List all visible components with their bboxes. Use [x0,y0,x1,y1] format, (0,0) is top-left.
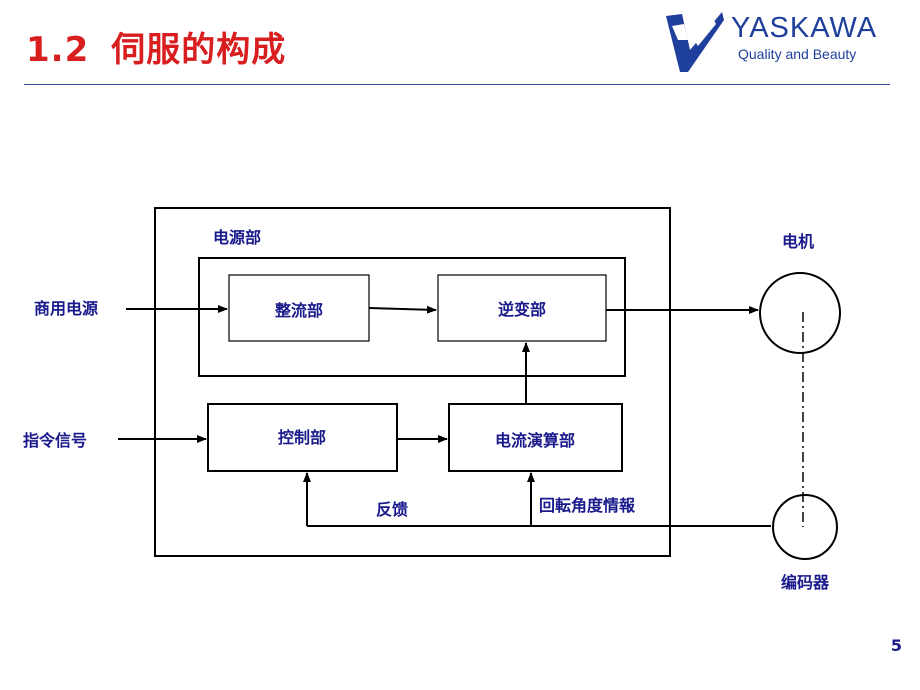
command-signal-label: 指令信号 [23,431,88,450]
rotation-info-label: 回転角度情報 [539,496,636,515]
feedback-label: 反馈 [376,500,409,519]
inverter-label: 逆变部 [497,300,547,319]
current-calc-label: 电流演算部 [494,431,576,450]
header-divider [24,84,890,85]
rectifier-to-inverter-arrow [368,305,437,314]
encoder-label: 编码器 [781,573,830,592]
motor-symbol [759,272,841,354]
brand-tagline: Quality and Beauty [738,46,857,62]
inverter-block [437,274,607,342]
servo-amp-frame [154,207,671,557]
commercial-power-label: 商用电源 [34,299,99,318]
controller-label: 控制部 [277,428,327,447]
page-title: 1.2 伺服的构成 [26,22,286,71]
power-section-frame [198,257,626,377]
controller-block [207,403,398,472]
motor-label: 电机 [782,232,815,251]
section-title: 伺服的构成 [111,30,287,70]
page-number: 5 [890,636,902,655]
rectifier-block [228,274,370,342]
power-section-label: 电源部 [213,228,262,247]
brand-name: YASKAWA [731,12,878,44]
rectifier-label: 整流部 [274,301,324,320]
section-number: 1.2 [26,30,90,70]
current-calc-block [448,403,623,472]
encoder-symbol [772,494,838,560]
yaskawa-logo-icon [666,12,724,72]
